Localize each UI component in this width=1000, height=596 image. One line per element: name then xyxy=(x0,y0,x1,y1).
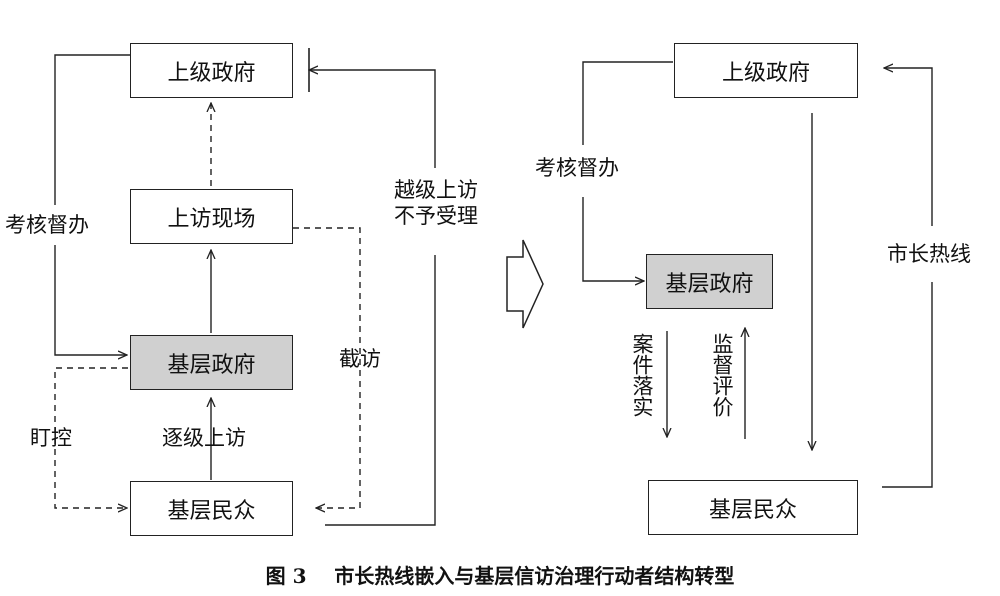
left-grassroots-people-box: 基层民众 xyxy=(130,481,293,536)
mayor-hotline-line xyxy=(882,282,933,488)
caption-number: 图 3 xyxy=(265,564,307,588)
left-skip-level-label: 越级上访 不予受理 xyxy=(388,177,484,229)
right-assess-arrow xyxy=(582,197,644,281)
left-petition-site-box: 上访现场 xyxy=(130,189,293,244)
skip-level-arrow-up xyxy=(325,255,436,526)
right-case-implement-label: 案件落实 xyxy=(630,333,654,417)
skip-level-line1: 越级上访 xyxy=(394,178,478,202)
left-intercept-label: 截访 xyxy=(339,347,381,371)
mayor-hotline-arrow xyxy=(884,68,933,226)
right-assess-line xyxy=(582,61,673,145)
left-assess-supervise-label: 考核督办 xyxy=(5,213,89,237)
assess-supervise-arrow xyxy=(54,245,127,355)
right-grassroots-gov-label: 基层政府 xyxy=(665,271,754,297)
left-grassroots-people-label: 基层民众 xyxy=(167,498,256,524)
skip-level-line2: 不予受理 xyxy=(394,204,478,228)
right-upper-gov-label: 上级政府 xyxy=(721,60,810,86)
left-grassroots-gov-box: 基层政府 xyxy=(130,335,293,390)
left-grassroots-gov-label: 基层政府 xyxy=(167,352,256,378)
right-upper-gov-box: 上级政府 xyxy=(674,43,858,98)
transition-arrow xyxy=(506,239,544,329)
right-grassroots-people-box: 基层民众 xyxy=(648,480,858,535)
right-assess-supervise-label: 考核督办 xyxy=(535,156,619,180)
left-upper-gov-box: 上级政府 xyxy=(130,43,293,98)
right-grassroots-people-label: 基层民众 xyxy=(708,497,797,523)
right-mayor-hotline-label: 市长热线 xyxy=(887,242,971,266)
figure-caption: 图 3 市长热线嵌入与基层信访治理行动者结构转型 xyxy=(0,560,1000,589)
left-step-by-step-label: 逐级上访 xyxy=(162,426,246,450)
left-watch-control-label: 盯控 xyxy=(30,426,72,450)
assess-supervise-line xyxy=(54,54,130,205)
left-upper-gov-label: 上级政府 xyxy=(167,60,256,86)
right-monitor-evaluate-label: 监督评价 xyxy=(710,333,734,417)
caption-gap xyxy=(307,564,335,588)
watch-control-arrow xyxy=(54,367,128,508)
left-petition-site-label: 上访现场 xyxy=(167,206,256,232)
intercept-arrow xyxy=(293,227,361,508)
right-grassroots-gov-box: 基层政府 xyxy=(646,254,773,309)
skip-level-arrow-top xyxy=(309,70,436,168)
caption-title: 市长热线嵌入与基层信访治理行动者结构转型 xyxy=(334,564,735,588)
